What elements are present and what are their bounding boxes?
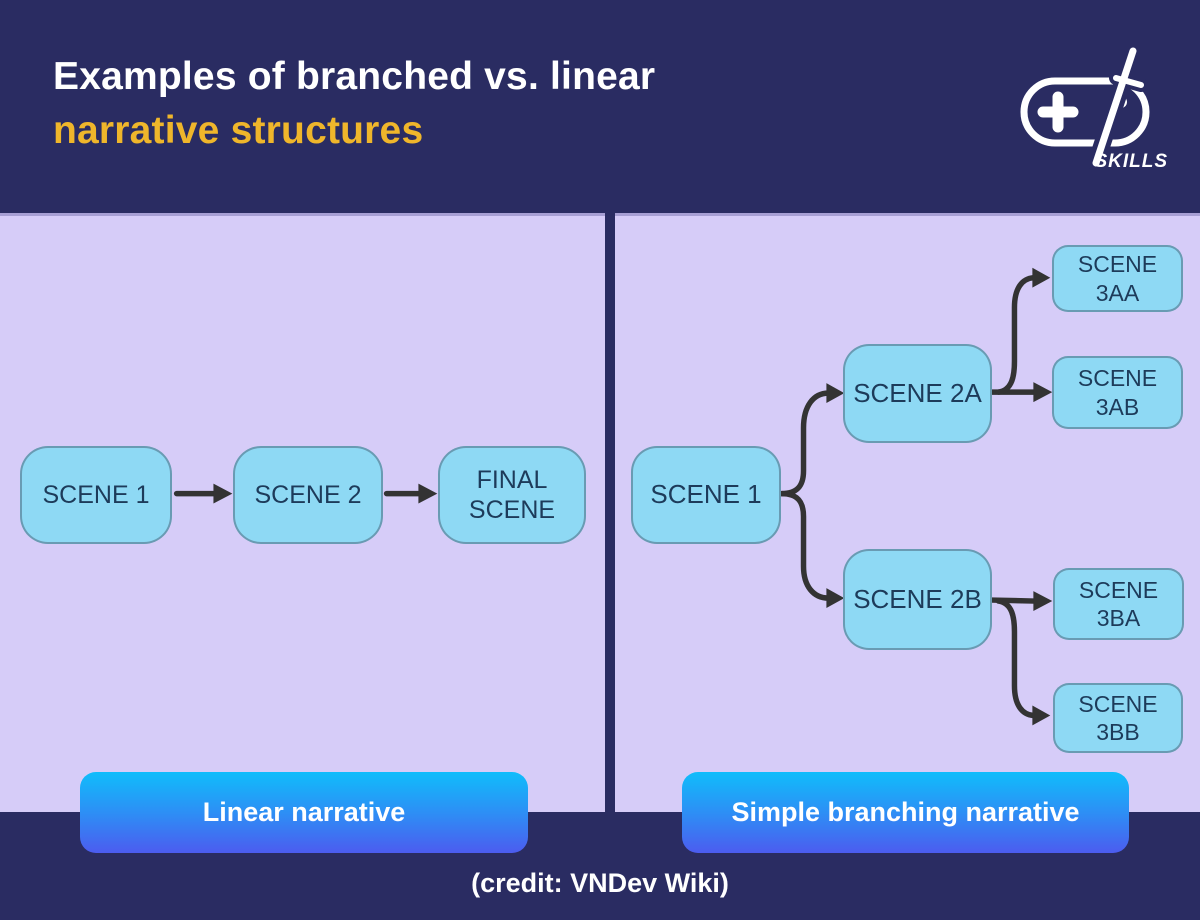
node-scene-3bb: SCENE 3BB [1053,683,1183,753]
node-scene-1: SCENE 1 [631,446,781,544]
edges-layer-left [173,483,438,504]
edge-scene1-scene2b [778,490,845,609]
title-line-2: narrative structures [53,109,424,152]
edges-layer-right [778,267,1053,726]
node-scene-3ab: SCENE 3AB [1052,356,1183,429]
node-scene-2b: SCENE 2B [843,549,992,650]
page-title: Examples of branched vs. linear narrativ… [53,50,655,158]
linear-narrative-panel: SCENE 1 SCENE 2 FINAL SCENE [0,213,605,812]
title-line-1: Examples of branched vs. linear [53,55,656,98]
logo-subtext: SKILLS [1094,151,1168,170]
edge-scene2b-scene3bb [995,598,1051,726]
edge-scene1-scene2 [173,483,233,504]
linear-narrative-button[interactable]: Linear narrative [80,772,528,853]
node-scene-3aa: SCENE 3AA [1052,245,1183,312]
node-scene-1: SCENE 1 [20,446,172,544]
edge-scene2-final [383,483,438,504]
gd-skills-logo: SKILLS [1020,45,1168,170]
branching-narrative-button[interactable]: Simple branching narrative [682,772,1129,853]
node-scene-2a: SCENE 2A [843,344,992,443]
node-scene-2: SCENE 2 [233,446,383,544]
sword-icon [1087,45,1148,170]
header: Examples of branched vs. linear narrativ… [0,0,1200,213]
edge-scene1-scene2a [778,383,845,497]
node-final-scene: FINAL SCENE [438,446,586,544]
node-scene-3ba: SCENE 3BA [1053,568,1184,640]
edge-scene2a-scene3aa [995,267,1051,395]
branching-narrative-panel: SCENE 1 SCENE 2A SCENE 2B SCENE 3AA SCEN… [615,213,1200,812]
credit-text: (credit: VNDev Wiki) [471,868,729,898]
